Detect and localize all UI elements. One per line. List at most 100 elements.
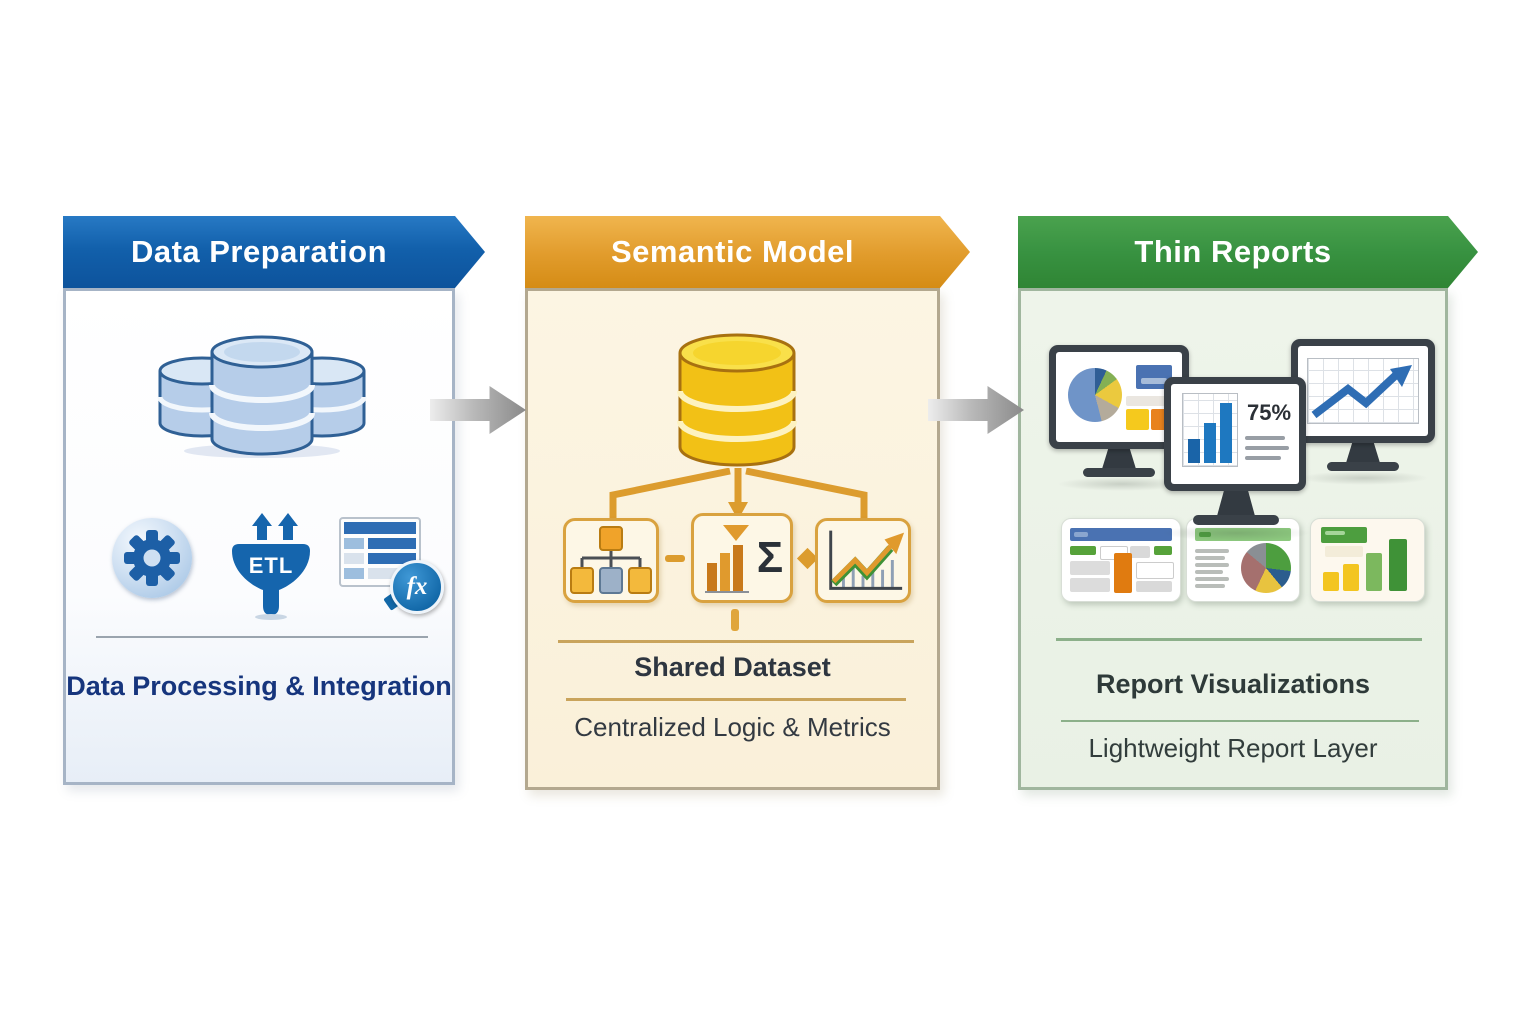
fx-badge: fx	[390, 560, 444, 614]
etl-funnel-icon: ETL	[224, 509, 318, 621]
etl-label: ETL	[248, 553, 294, 578]
thumb-pie-chart	[1241, 543, 1291, 593]
stage-caption-title: Report Visualizations	[1095, 669, 1371, 699]
trend-glyph	[829, 530, 905, 590]
connector-dash	[665, 555, 685, 562]
monitor-shadow	[1161, 525, 1311, 541]
thumb-header	[1321, 527, 1367, 543]
divider	[1061, 720, 1419, 722]
thumb-tile	[1070, 546, 1096, 555]
thumb-header	[1070, 528, 1172, 541]
thumb-tile	[1136, 581, 1172, 592]
monitor-bezel: 75%	[1164, 377, 1306, 491]
bar	[1204, 423, 1216, 463]
thumb-bar	[1343, 564, 1359, 591]
thumb-orange-bar	[1114, 553, 1132, 593]
monitor-bezel	[1291, 339, 1435, 443]
stat-label: 75%	[1247, 400, 1292, 425]
header-ribbon-data-preparation: Data Preparation	[63, 216, 485, 288]
bar	[1188, 439, 1200, 463]
stage-title: Data Preparation	[130, 234, 388, 269]
divider	[566, 698, 906, 701]
tile-line	[1141, 378, 1167, 384]
thumb-bar	[1323, 572, 1339, 591]
stage-caption-subtitle: Lightweight Report Layer	[1088, 733, 1378, 763]
report-pie-thumb	[1186, 518, 1300, 602]
thumb-line	[1195, 563, 1229, 567]
text-line	[1245, 436, 1285, 440]
thumb-header-dash	[1199, 532, 1211, 537]
aggregation-sigma-icon: Σ	[691, 513, 793, 603]
thumb-line	[1195, 570, 1223, 574]
chart-grid	[1307, 358, 1419, 424]
divider	[96, 636, 428, 638]
stage-title: Semantic Model	[611, 234, 854, 269]
monitor-base	[1193, 515, 1279, 525]
divider	[1056, 638, 1422, 641]
thumb-tile	[1154, 546, 1172, 555]
report-dashboard-thumb	[1061, 518, 1181, 602]
stage-data-preparation: Data Preparation	[63, 216, 455, 785]
monitor-shadow	[1299, 471, 1429, 485]
text-line	[1245, 446, 1289, 450]
aggregation-bars-glyph	[704, 525, 749, 593]
trend-chart-icon	[815, 518, 911, 603]
stage-caption: Data Processing & Integration	[66, 671, 452, 701]
thumb-header-dash	[1074, 532, 1088, 537]
thumb-tile	[1136, 562, 1174, 579]
tile-yellow	[1126, 409, 1149, 430]
text-line	[1245, 456, 1281, 460]
thumb-bar	[1366, 553, 1382, 591]
sigma-label: Σ	[756, 533, 784, 582]
divider	[558, 640, 914, 643]
thumb-bar	[1389, 539, 1407, 591]
tile-gray	[1126, 396, 1174, 406]
panel-body-thin-reports: 75%	[1018, 288, 1448, 790]
monitor-base	[1327, 462, 1399, 471]
report-bars-thumb	[1310, 518, 1425, 602]
trend-arrow-glyph	[1311, 365, 1412, 419]
header-ribbon-semantic-model: Semantic Model	[525, 216, 970, 288]
thumb-tile	[1070, 561, 1110, 575]
stage-caption-subtitle: Centralized Logic & Metrics	[574, 712, 891, 742]
panel-body-data-preparation: ETL fx Data Pr	[63, 288, 455, 785]
hierarchy-glyph	[570, 525, 652, 594]
thumb-tile	[1070, 578, 1110, 592]
spreadsheet-fx-icon: fx	[338, 516, 444, 616]
monitor-base	[1083, 468, 1155, 477]
flow-arrow-icon	[928, 386, 1024, 434]
thumb-line	[1195, 556, 1225, 560]
monitor-neck	[1102, 449, 1136, 469]
gear-icon	[112, 518, 192, 598]
thumb-line	[1195, 577, 1229, 581]
header-ribbon-thin-reports: Thin Reports	[1018, 216, 1478, 288]
stage-caption-title: Shared Dataset	[634, 652, 831, 682]
stage-thin-reports: Thin Reports	[1018, 216, 1448, 790]
bar	[1220, 403, 1232, 463]
panel-body-semantic-model: Σ Shared Dataset Centralized Logic & Met…	[525, 288, 940, 790]
pie-chart	[1068, 368, 1122, 422]
stage-semantic-model: Semantic Model	[525, 216, 940, 790]
monitor-shadow	[1057, 477, 1187, 491]
thumb-header-dash	[1325, 531, 1345, 535]
thumb-header	[1195, 528, 1291, 541]
monitor-screen	[1298, 346, 1428, 436]
fx-label: fx	[406, 573, 428, 600]
gold-database-icon	[677, 333, 797, 467]
monitor-screen	[1056, 352, 1182, 442]
monitor-neck	[1217, 491, 1255, 516]
monitor-screen: 75%	[1171, 384, 1299, 484]
thumb-line	[1195, 584, 1225, 588]
chart-grid	[1182, 393, 1238, 467]
connector-dash-vertical	[731, 609, 739, 631]
etl-funnel-glyph	[232, 513, 310, 620]
hierarchy-icon	[563, 518, 659, 603]
gear-glyph	[124, 530, 180, 586]
branch-connectors	[609, 468, 868, 522]
database-stack-icon	[157, 335, 367, 458]
stage-title: Thin Reports	[1134, 234, 1332, 269]
thumb-tile	[1325, 546, 1363, 557]
thumb-line	[1195, 549, 1229, 553]
monitor-neck	[1346, 443, 1380, 463]
